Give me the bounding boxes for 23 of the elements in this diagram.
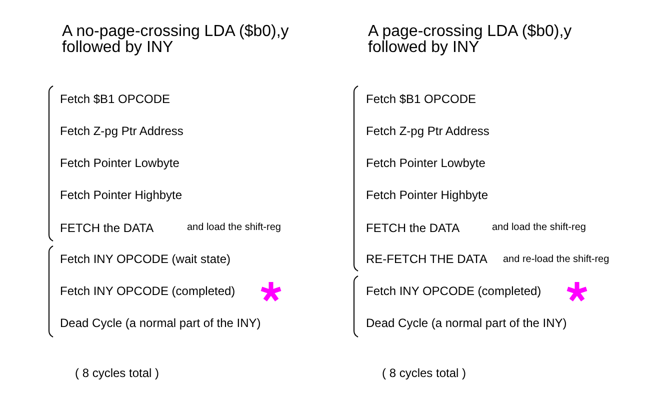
cycle-step-text: Fetch Pointer Highbyte: [366, 188, 488, 202]
cycle-step-text: Fetch INY OPCODE (completed): [60, 284, 236, 298]
cycle-step-text: FETCH the DATA: [366, 221, 460, 235]
cycle-step-text: Fetch $B1 OPCODE: [366, 92, 476, 106]
cycle-step-text: Dead Cycle (a normal part of the INY): [366, 316, 567, 330]
cycle-step-text: RE-FETCH THE DATA: [366, 252, 488, 266]
total-text: ( 8 cycles total ): [382, 366, 466, 380]
cycle-step-text: Dead Cycle (a normal part of the INY): [60, 316, 261, 330]
cycle-step-text: Fetch INY OPCODE (completed): [366, 284, 542, 298]
cycle-step-text: Fetch Z-pg Ptr Address: [60, 124, 184, 138]
heading-text: A page-crossing LDA ($b0),y followed by INY: [368, 24, 573, 56]
note-text: and load the shift-reg: [492, 222, 586, 234]
cycle-step-text: Fetch Pointer Lowbyte: [60, 156, 180, 170]
total-text: ( 8 cycles total ): [75, 366, 160, 380]
cycle-step-text: Fetch Pointer Highbyte: [60, 188, 182, 202]
note-text: and re-load the shift-reg: [503, 254, 610, 266]
cycle-step-text: Fetch INY OPCODE (wait state): [60, 252, 230, 266]
heading-text: A no-page-crossing LDA ($b0),y followed by INY: [62, 24, 290, 56]
cycle-step-text: Fetch Pointer Lowbyte: [366, 156, 486, 170]
cycle-step-text: FETCH the DATA: [60, 221, 154, 235]
cycle-step-text: Fetch Z-pg Ptr Address: [366, 124, 490, 138]
cycle-step-text: Fetch $B1 OPCODE: [60, 92, 170, 106]
note-text: and load the shift-reg: [187, 222, 281, 234]
